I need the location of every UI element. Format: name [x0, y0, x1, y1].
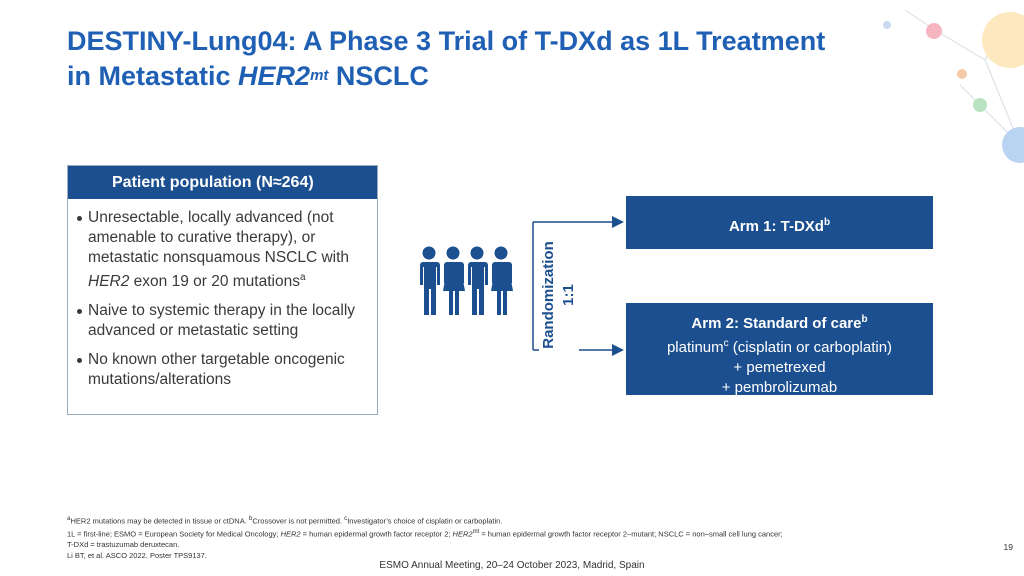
- title-her2: HER2: [238, 61, 311, 91]
- slide-title: DESTINY-Lung04: A Phase 3 Trial of T-DXd…: [67, 24, 947, 94]
- fn-b-text: Crossover is not permitted.: [252, 516, 345, 526]
- decor-circle-lightblue: [883, 21, 891, 29]
- criteria-item: Naive to systemic therapy in the locally…: [77, 301, 369, 341]
- arm2-box: Arm 2: Standard of careb platinumc (cisp…: [626, 303, 933, 396]
- title-line-1: DESTINY-Lung04: A Phase 3 Trial of T-DXd…: [67, 26, 826, 56]
- arm1-footnote-marker: b: [823, 217, 831, 228]
- randomization-word: Randomization: [540, 241, 557, 349]
- arm2-platinum-marker: c: [723, 338, 729, 349]
- arm1-box: Arm 1: T-DXdb: [626, 196, 933, 249]
- arm2-title: Arm 2: Standard of careb: [626, 310, 933, 334]
- abbr-her2: HER2: [280, 529, 301, 539]
- arm2-platinum: platinum: [666, 339, 724, 356]
- title-text: in Metastatic: [67, 61, 239, 91]
- arm2-platinum-options: (cisplatin or carboplatin): [728, 339, 893, 356]
- patients-group-icon: [420, 246, 513, 315]
- footnote-marker: a: [299, 272, 306, 283]
- patient-criteria-list: Unresectable, locally advanced (not amen…: [68, 208, 377, 390]
- decor-circle-green: [973, 98, 987, 112]
- decor-circle-blue: [1002, 127, 1024, 163]
- footnote-line-1: aHER2 mutations may be detected in tissu…: [67, 514, 947, 527]
- arrow-arm1-head: [612, 216, 624, 228]
- fn-c: c: [344, 515, 348, 522]
- randomization-ratio: 1:1: [560, 284, 577, 306]
- title-line-2: in Metastatic HER2mt NSCLC: [67, 59, 947, 94]
- randomization-text: Randomization 1:1: [539, 234, 579, 356]
- title-text-end: NSCLC: [328, 61, 429, 91]
- decor-circle-yellow: [982, 12, 1024, 68]
- page-number: 19: [1003, 542, 1013, 552]
- arm2-footnote-marker: b: [861, 314, 868, 325]
- arm2-line-3: + pembrolizumab: [721, 379, 838, 396]
- arm2-line-1: platinumc (cisplatin or carboplatin): [626, 334, 933, 358]
- abbr-text-end: = human epidermal growth factor receptor…: [479, 529, 783, 539]
- patient-population-box: Patient population (N≈264) Unresectable,…: [67, 165, 378, 415]
- reference-line: Li BT, et al. ASCO 2022. Poster TPS9137.: [67, 550, 207, 560]
- arm2-line-2: + pemetrexed: [733, 359, 826, 376]
- fn-a: a: [67, 515, 71, 522]
- criteria-her2: HER2: [88, 273, 130, 291]
- abbr-text-mid: = human epidermal growth factor receptor…: [300, 529, 453, 539]
- arm2-label: Arm 2: Standard of care: [691, 315, 862, 332]
- meeting-footer: ESMO Annual Meeting, 20–24 October 2023,…: [379, 560, 645, 571]
- criteria-item: Unresectable, locally advanced (not amen…: [77, 208, 369, 292]
- footnotes: aHER2 mutations may be detected in tissu…: [67, 514, 947, 561]
- criteria-text-tail: exon 19 or 20 mutations: [129, 273, 300, 291]
- fn-b: b: [248, 515, 253, 522]
- criteria-text: Unresectable, locally advanced (not amen…: [88, 209, 350, 266]
- decor-circle-orange: [957, 69, 967, 79]
- criteria-item: No known other targetable oncogenic muta…: [77, 350, 369, 390]
- footnote-line-2: 1L = first-line; ESMO = European Society…: [67, 527, 947, 540]
- decor-circle-pink: [926, 23, 942, 39]
- footnote-line-3: T-DXd = trastuzumab deruxtecan.: [67, 540, 180, 549]
- abbr-her2mt: HER2: [452, 529, 473, 539]
- title-superscript: mt: [310, 67, 329, 84]
- arm1-label: Arm 1: T-DXd: [728, 218, 824, 235]
- fn-a-text: HER2 mutations may be detected in tissue…: [70, 516, 249, 526]
- fn-c-text: Investigator’s choice of cisplatin or ca…: [347, 516, 503, 526]
- randomization-label: Randomization 1:1: [538, 225, 584, 356]
- arrow-arm2-head: [612, 344, 624, 356]
- abbr-text: 1L = first-line; ESMO = European Society…: [67, 529, 281, 539]
- abbr-mt-sup: mt: [472, 529, 480, 535]
- patient-population-header: Patient population (N≈264): [68, 166, 377, 199]
